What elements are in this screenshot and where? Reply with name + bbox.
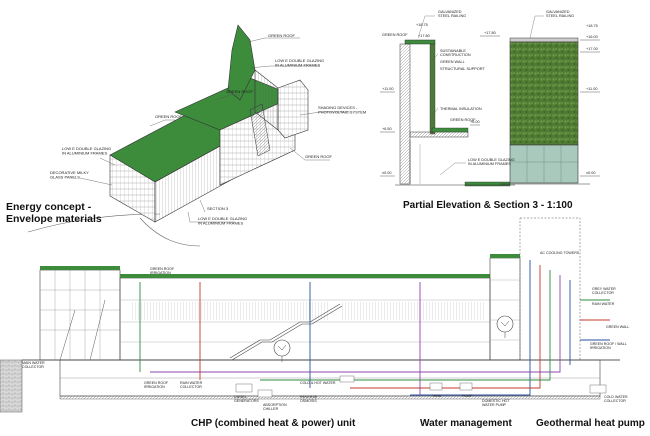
caption-water-management: Water management — [420, 418, 512, 429]
sec-rw-b-1: RAIN WATER — [180, 381, 203, 385]
axo-label-green-roof-mid: GREEN ROOF — [226, 89, 253, 94]
axo-label-lowe-top-1: LOW E DOUBLE GLAZING — [275, 58, 324, 63]
elev-lvl-650: +6.50 — [382, 127, 392, 131]
sec-rain-water: RAIN WATER — [592, 302, 615, 306]
sec-gr-b-2: IRRIGATION — [144, 385, 165, 389]
elev-lvl-1700: +17.00 — [586, 47, 598, 51]
axo-label-green-roof-right: GREEN ROOF — [305, 154, 332, 159]
axo-label-shading-2: PHOTOVOLTAIC SYSTEM — [318, 110, 366, 115]
sec-dom-2: WATER PUMP — [482, 403, 507, 407]
axo-label-lowe-bot-1: LOW E DOUBLE GLAZING — [198, 216, 247, 221]
sec-grey-water: GREY WATER — [592, 287, 616, 291]
elev-lvl-1100: +11.00 — [382, 87, 393, 91]
sec-gr-irr-2: IRRIGATION — [150, 271, 171, 275]
axo-label-lowe-left-2: IN ALUMINIUM FRAMES — [62, 151, 107, 156]
sec-diesel-2: GENERATORS — [234, 399, 259, 403]
elev-green-roof-2: GREEN ROOF — [450, 118, 476, 122]
axo-label-lowe-left-1: LOW E DOUBLE GLAZING — [62, 146, 111, 151]
sec-irrigation: IRRIGATION — [590, 346, 611, 350]
sec-cooling: AC COOLING TOWERS — [540, 251, 580, 255]
axo-label-green-roof-left: GREEN ROOF — [155, 114, 182, 119]
sec-tank: TANK — [432, 394, 442, 398]
sec-diesel-1: DIESEL — [234, 395, 247, 399]
long-section: AC COOLING TOWERS GREEN ROOF IRRIGATION … — [0, 217, 629, 413]
axo-label-section3: SECTION 3 — [207, 206, 229, 211]
axo-label-lowe-top-2: IN ALUMINIUM FRAMES — [275, 63, 320, 68]
caption-energy-line2: Envelope materials — [6, 213, 102, 225]
elev-struct: STRUCTURAL SUPPORT — [440, 67, 485, 71]
tree-icon — [273, 339, 291, 362]
caption-energy-line1: Energy concept - — [6, 201, 92, 213]
sec-rw-b-2: COLLECTOR — [180, 385, 202, 389]
caption-energy-concept: Energy concept - Envelope materials — [6, 201, 102, 225]
sec-green-wall: GREEN WALL — [606, 325, 629, 329]
elev-lowe-2: IN ALUMINIUM FRAMES — [468, 162, 511, 166]
sec-collector: COLLECTOR — [592, 291, 614, 295]
elev-lvl-1770: +17.80 — [418, 34, 430, 38]
elev-green-roof: GREEN ROOF — [382, 33, 408, 37]
elev-galv-1: GALVANIZED — [438, 10, 462, 14]
sec-main-water-2: COLLECTOR — [22, 365, 44, 369]
section-green-roof — [120, 274, 490, 278]
tree-icon — [496, 315, 514, 338]
sec-rev-2: OSMOSIS — [300, 399, 317, 403]
axo-label-deco-2: GLASS PANELS — [50, 175, 80, 180]
sec-abs-1: ABSORPTION — [263, 403, 287, 407]
elev-lvl-600: +6.00 — [470, 120, 480, 124]
sec-dom-1: DOMESTIC HOT — [482, 399, 510, 403]
caption-geothermal: Geothermal heat pump — [536, 418, 645, 429]
elev-lvl-1875-b: +18.75 — [586, 24, 598, 28]
sec-cw-1: COLD WATER — [604, 395, 628, 399]
partial-elevation-section: +18.75 +17.80 +11.00 +6.50 ±0.00 +6.00 +… — [380, 10, 600, 187]
elev-sus-1: SUSTAINABLE — [440, 49, 466, 53]
sec-gr-wall: GREEN ROOF / WALL — [590, 342, 627, 346]
sec-gr-b-1: GREEN ROOF — [144, 381, 169, 385]
elev-lvl-000: ±0.00 — [382, 171, 391, 175]
caption-chp: CHP (combined heat & power) unit — [191, 418, 356, 429]
elev-lvl-1875: +18.75 — [416, 23, 428, 27]
sec-rev-1: REVERSE — [300, 395, 318, 399]
elev-green-wall: GREEN WALL — [440, 60, 465, 64]
sec-pump: PUMP — [462, 394, 473, 398]
sec-cold-hot: COLD & HOT WATER — [300, 381, 336, 385]
elev-galv-4: STEEL RAILING — [546, 14, 574, 18]
sec-gr-irr-1: GREEN ROOF — [150, 267, 175, 271]
green-wall-elevation — [509, 41, 579, 146]
sec-cw-2: COLLECTOR — [604, 399, 626, 403]
elev-lvl-000-b: ±0.00 — [586, 171, 595, 175]
sec-main-water-1: MAIN WATER — [22, 361, 45, 365]
axo-label-shading-1: SHADING DEVICES - — [318, 105, 358, 110]
elev-galv-2: STEEL RAILING — [438, 14, 466, 18]
elev-galv-3: GALVANIZED — [546, 10, 570, 14]
axo-label-deco-1: DECORATIVE MILKY — [50, 170, 89, 175]
axonometric-view: GREEN ROOF LOW E DOUBLE GLAZING IN ALUMI… — [27, 24, 366, 247]
elev-lowe-1: LOW E DOUBLE GLAZING — [468, 158, 515, 162]
sec-abs-2: CHILLER — [263, 407, 279, 411]
elev-lvl-1100-b: +11.00 — [586, 87, 597, 91]
axo-label-green-roof-top: GREEN ROOF — [268, 33, 295, 38]
elev-thermal: THERMAL INSULATION — [440, 107, 482, 111]
axo-label-lowe-bot-2: IN ALUMINIUM FRAMES — [198, 221, 243, 226]
elev-lvl-1770-b: +17.80 — [484, 31, 496, 35]
elev-lvl-1600: +16.00 — [586, 35, 598, 39]
elev-sus-2: CONSTRUCTION — [440, 53, 471, 57]
caption-partial-elevation: Partial Elevation & Section 3 - 1:100 — [403, 200, 573, 211]
